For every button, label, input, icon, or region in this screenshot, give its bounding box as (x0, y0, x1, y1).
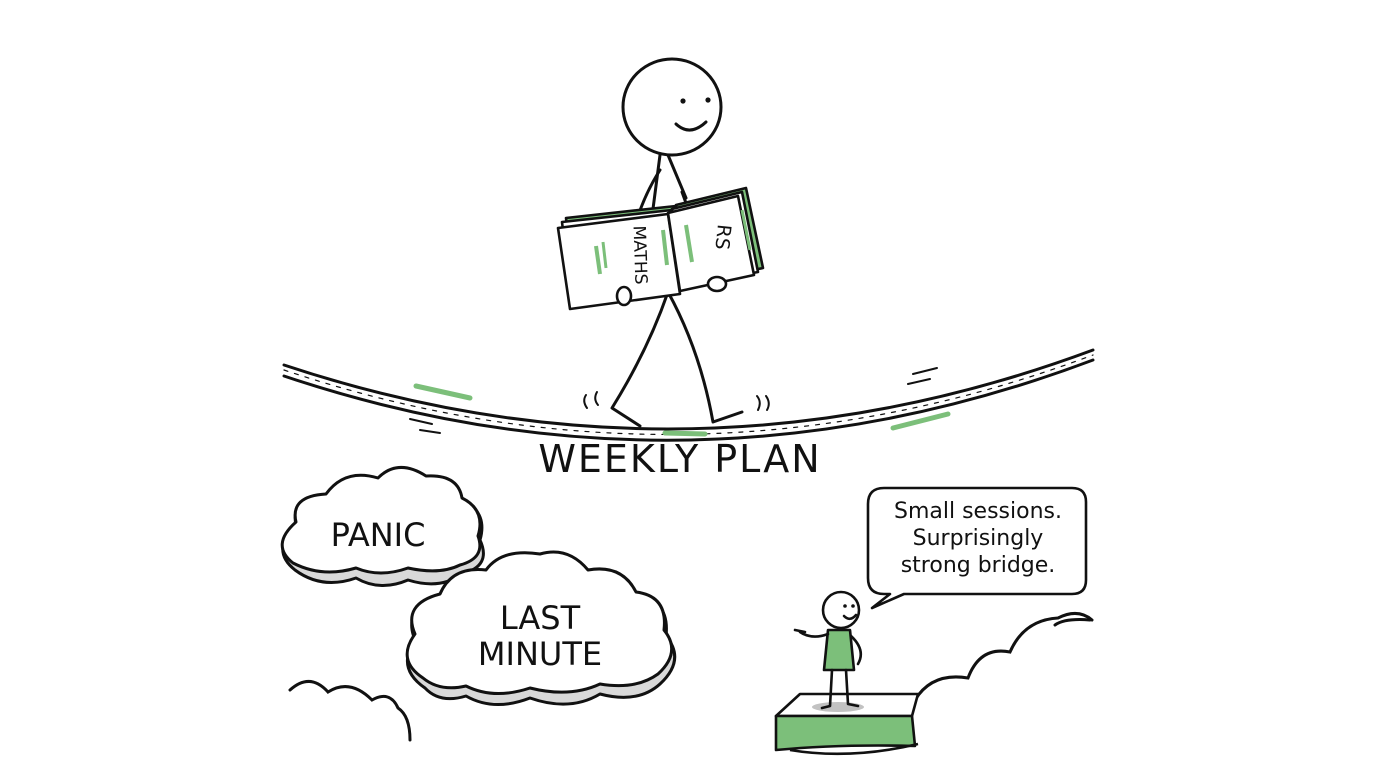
speech-line-1: Small sessions. (894, 499, 1062, 524)
book-maths-label: MATHS (628, 225, 651, 285)
cloud-last-line2: MINUTE (477, 635, 603, 673)
cloud-outline-bottom-left (288, 680, 412, 742)
cloud-last-minute (405, 550, 677, 707)
cloud-last-minute-label: LAST MINUTE (468, 600, 612, 672)
walker-head (621, 57, 723, 157)
walker-leg-right (666, 290, 744, 424)
book-maths-cover (556, 212, 682, 311)
speech-line-3: strong bridge. (900, 553, 1056, 578)
cloud-outline-bottom-right (913, 612, 1094, 702)
speaker-body (822, 628, 856, 672)
book-rs-label: RS (710, 223, 735, 251)
rope-label: WEEKLY PLAN (538, 437, 822, 481)
walker-leg-left (610, 290, 670, 428)
speech-line-2: Surprisingly (912, 526, 1044, 551)
books (556, 186, 765, 311)
stick-figure-speaker (793, 590, 863, 710)
platform (774, 692, 920, 756)
cloud-last-line1: LAST (499, 599, 581, 637)
motion-marks (409, 367, 938, 434)
speech-bubble (866, 486, 1088, 610)
cloud-panic-label: PANIC (330, 516, 426, 554)
speaker-head (821, 590, 861, 630)
tightrope (282, 348, 1095, 442)
cloud-panic (280, 466, 485, 587)
walker-hands (615, 275, 728, 307)
book-rs-cover (666, 194, 756, 293)
rope-highlights (413, 383, 951, 437)
speech-bubble-text: Small sessions. Surprisingly strong brid… (872, 498, 1084, 579)
